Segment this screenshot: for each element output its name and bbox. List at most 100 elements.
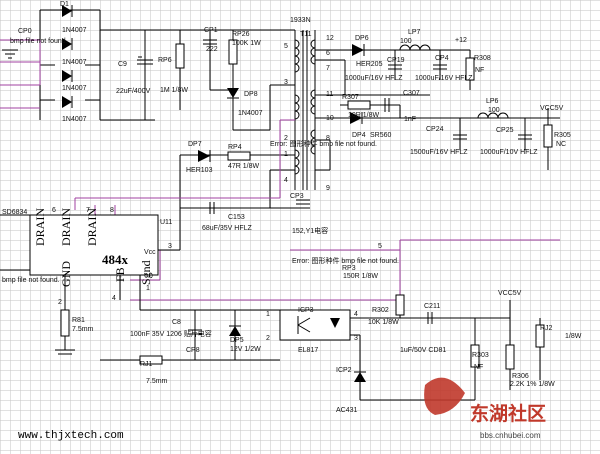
label-cp4-val: 1000uF/16V HFLZ bbox=[415, 75, 473, 82]
label-r305-val: NC bbox=[556, 141, 566, 148]
label-c153: C153 bbox=[228, 214, 245, 221]
label-r81: R81 bbox=[72, 317, 85, 324]
label-cp8: CP8 bbox=[186, 347, 200, 354]
pin-8a: 8 bbox=[326, 135, 330, 142]
error-bmp-left: bmp file not found. bbox=[2, 277, 60, 284]
resistor-r303 bbox=[470, 344, 480, 368]
label-cp24-val: 1500uF/16V HFLZ bbox=[410, 149, 468, 156]
label-c307-val: 1nF bbox=[404, 116, 416, 123]
label-dp5: DP5 bbox=[230, 337, 244, 344]
capacitor-cp25 bbox=[518, 134, 532, 140]
optocoupler-icp3 bbox=[279, 309, 351, 341]
label-cp1-val: 222 bbox=[206, 46, 218, 53]
logo-text: 东湖社区 bbox=[470, 402, 546, 425]
label-dp6: DP6 bbox=[355, 35, 369, 42]
logo-url: bbs.cnhubei.com bbox=[480, 431, 541, 440]
diode-d3 bbox=[62, 70, 73, 82]
label-rp26-val: 100K 1W bbox=[232, 40, 261, 47]
zener-dp5 bbox=[229, 325, 241, 336]
label-dp4-part: SR560 bbox=[370, 132, 392, 139]
pin-22a: 1 bbox=[266, 311, 270, 318]
label-t11: T11 bbox=[300, 31, 312, 38]
pin-sgnd: Sgnd bbox=[139, 260, 153, 285]
pin-23a: 4 bbox=[354, 311, 358, 318]
label-cp24: CP24 bbox=[426, 126, 444, 133]
pin-15a: 3 bbox=[168, 243, 172, 250]
diode-d1 bbox=[62, 5, 73, 17]
label-plus12: +12 bbox=[455, 37, 467, 44]
pin-gnd: GND bbox=[59, 261, 73, 287]
label-icp2: ICP2 bbox=[336, 367, 352, 374]
label-r1: 1M 1/8W bbox=[160, 87, 188, 94]
label-r303: R303 bbox=[472, 352, 489, 359]
capacitor-cp1 bbox=[203, 39, 217, 45]
label-icp2-part: AC431 bbox=[336, 407, 358, 414]
pin-vcc: Vcc bbox=[144, 249, 156, 256]
label-rj2: RJ2 bbox=[540, 325, 553, 332]
logo-mark bbox=[424, 377, 465, 415]
hv-rail bbox=[100, 29, 295, 131]
pin-24a: 3 bbox=[354, 335, 358, 342]
transformer-t11 bbox=[294, 30, 316, 190]
diode-dp6 bbox=[352, 44, 365, 56]
ground-cp0 bbox=[2, 49, 18, 59]
label-r303-val: NF bbox=[474, 364, 483, 371]
label-dp4: DP4 bbox=[352, 132, 366, 139]
label-rp4: RP4 bbox=[228, 144, 242, 151]
label-d2-part: 1N4007 bbox=[62, 59, 87, 66]
label-dp6-part: HER205 bbox=[356, 61, 383, 68]
label-r302: R302 bbox=[372, 307, 389, 314]
error-bmp-1: Error: 图形种件 bmp file not found. bbox=[270, 139, 377, 148]
resistor-r308 bbox=[465, 57, 475, 81]
error-bmp-2: Error: 图形种件 bmp file not found. bbox=[292, 256, 399, 265]
label-rp3: RP3 bbox=[342, 265, 356, 272]
pin-10a: 10 bbox=[326, 115, 334, 122]
pin-fb: FB bbox=[113, 267, 127, 282]
label-r307: R307 bbox=[342, 94, 359, 101]
label-d1: D1 bbox=[60, 1, 69, 8]
pin-21a: 2 bbox=[266, 335, 270, 342]
net-purple bbox=[0, 61, 560, 301]
diode-dp7 bbox=[198, 150, 211, 162]
resistor-r306 bbox=[505, 344, 515, 370]
pin-11a: 11 bbox=[326, 91, 333, 98]
label-dp8-part: 1N4007 bbox=[238, 110, 263, 117]
ground-r81 bbox=[55, 349, 75, 355]
pin-7a: 7 bbox=[326, 65, 330, 72]
label-cp3-val: 152,Y1电容 bbox=[292, 226, 328, 235]
label-dp7-part: HER103 bbox=[186, 167, 213, 174]
pin-16a: 4 bbox=[112, 295, 116, 302]
label-lp6: LP6 bbox=[486, 98, 499, 105]
pin-12a: 12 bbox=[326, 35, 334, 42]
chip-name: 484x bbox=[102, 252, 129, 267]
label-el817: EL817 bbox=[298, 347, 318, 354]
pin-9a: 9 bbox=[326, 185, 330, 192]
resistor-r307 bbox=[347, 100, 371, 110]
label-c8: C8 bbox=[172, 319, 181, 326]
diode-dp4 bbox=[350, 112, 363, 124]
resistor-rp4 bbox=[227, 151, 251, 161]
pin-drain-1: DRAIN bbox=[33, 208, 47, 246]
website-text: www.thjxtech.com bbox=[18, 430, 124, 442]
label-c211: C211 bbox=[424, 303, 440, 310]
pin-18a: 6 bbox=[52, 207, 56, 214]
pin-drain-2: DRAIN bbox=[59, 208, 73, 246]
label-cp25: CP25 bbox=[496, 127, 514, 134]
pin-drain-3: DRAIN bbox=[85, 208, 99, 246]
label-rp4-val: 47R 1/8W bbox=[228, 163, 260, 170]
pin-19a: 7 bbox=[86, 207, 90, 214]
label-d3-part: 1N4007 bbox=[62, 85, 87, 92]
resistor-rp6 bbox=[175, 43, 185, 69]
pin-20a: 8 bbox=[110, 207, 114, 214]
label-dp5-val: 12V 1/2W bbox=[230, 346, 261, 353]
inductor-lp6 bbox=[477, 112, 509, 119]
label-vcc5v-top: VCC5V bbox=[540, 105, 564, 112]
label-r305: R305 bbox=[554, 132, 571, 139]
label-rj1: RJ1 bbox=[140, 361, 153, 368]
label-lp7: LP7 bbox=[408, 29, 421, 36]
label-r306-val: 2.2K 1% 1/8W bbox=[510, 381, 555, 388]
capacitor-cp4 bbox=[433, 64, 447, 70]
resistor-r305 bbox=[543, 124, 553, 148]
label-c153-val: 68uF/35V HFLZ bbox=[202, 225, 253, 232]
label-cp25-val: 1000uF/10V HFLZ bbox=[480, 149, 538, 156]
